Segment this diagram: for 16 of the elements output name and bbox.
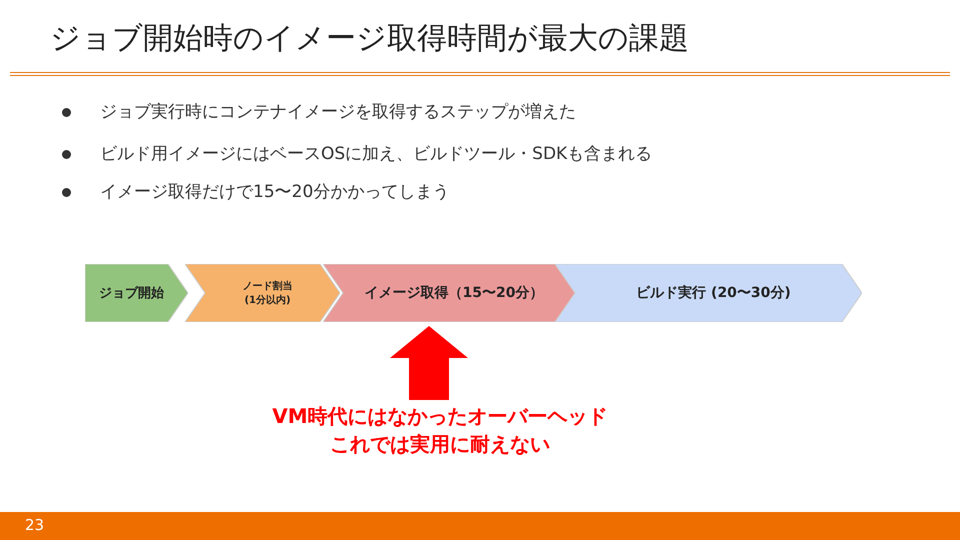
block-arrow <box>390 326 468 400</box>
bullet-text: ジョブ実行時にコンテナイメージを取得するステップが増えた <box>100 102 576 122</box>
chevron-step <box>185 264 340 322</box>
slide-title: ジョブ開始時のイメージ取得時間が最大の課題 <box>50 20 689 58</box>
step-label: ビルド実行 (20〜30分) <box>636 284 791 302</box>
page-number: 23 <box>25 516 44 534</box>
warning-text: VM時代にはなかったオーバーヘッド <box>271 403 609 430</box>
chevron-step <box>323 264 575 322</box>
step-label: ジョブ開始 <box>99 284 164 302</box>
step-label: イメージ取得（15〜20分） <box>364 284 544 302</box>
chevron-step <box>555 264 862 322</box>
step-label: ノード割当 (1分以内) <box>242 280 294 307</box>
chevron-step <box>85 264 188 322</box>
bullet-text: イメージ取得だけで15〜20分かかってしまう <box>100 182 450 202</box>
warning-text: これでは実用に耐えない <box>329 431 551 458</box>
bullet-text: ビルド用イメージにはベースOSに加え、ビルドツール・SDKも含まれる <box>100 144 652 164</box>
